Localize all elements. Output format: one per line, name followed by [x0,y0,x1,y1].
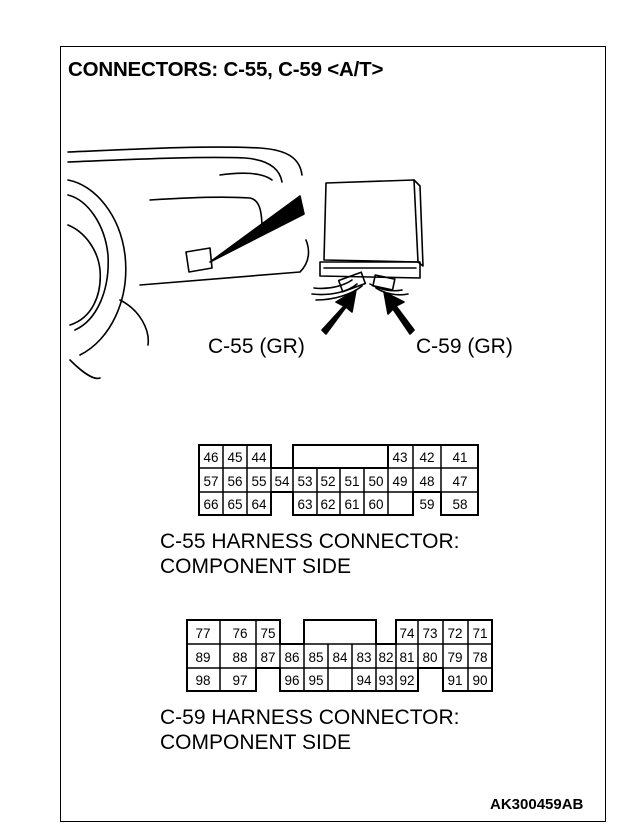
dash-panel-line [219,172,273,181]
pin-74: 74 [399,626,415,641]
pin-57: 57 [203,474,218,489]
pin-60: 60 [368,497,383,512]
figure-id: AK300459AB [490,796,584,813]
c55-caption: C-55 HARNESS CONNECTOR: COMPONENT SIDE [160,529,460,579]
pin-45: 45 [227,450,242,465]
diagram-title: CONNECTORS: C-55, C-59 <A/T> [68,58,384,81]
pin-85: 85 [308,650,323,665]
diagram-frame [60,46,606,822]
c59-caption: C-59 HARNESS CONNECTOR: COMPONENT SIDE [160,705,460,755]
pin-94: 94 [356,673,372,688]
pin-84: 84 [332,650,348,665]
dashboard-upper-curve [67,156,283,183]
pin-46: 46 [203,450,218,465]
c59-caption-line2: COMPONENT SIDE [160,731,351,754]
pin-47: 47 [452,474,467,489]
pin-79: 79 [447,650,462,665]
dashboard-top-edge [67,146,303,176]
c55-caption-line1: C-55 HARNESS CONNECTOR: [160,530,460,553]
pin-58: 58 [452,497,467,512]
pin-96: 96 [284,673,299,688]
pin-76: 76 [232,626,247,641]
ecu-connector-face [319,261,421,279]
ecu-location-box [185,247,213,273]
c59-center-key [304,619,377,644]
pin-80: 80 [422,650,437,665]
pin-78: 78 [472,650,487,665]
harness-wire-1 [313,279,353,290]
pin-55: 55 [251,474,266,489]
steering-wheel-outer [67,179,127,356]
pin-71: 71 [472,626,487,641]
pin-50: 50 [368,474,383,489]
pin-59: 59 [419,497,434,512]
c55-caption-line2: COMPONENT SIDE [160,555,351,578]
glovebox-line [149,196,263,231]
pin-83: 83 [356,650,371,665]
pin-89: 89 [195,650,210,665]
harness-wire-2 [311,283,358,296]
pin-73: 73 [422,626,437,641]
pin-95: 95 [308,673,323,688]
harness-wire-3 [315,285,363,301]
pin-64: 64 [251,497,267,512]
pin-54: 54 [274,474,290,489]
pin-75: 75 [260,626,275,641]
lower-dash-curve [69,359,101,380]
pin-98: 98 [195,673,210,688]
pin-41: 41 [452,450,467,465]
steering-column [67,224,102,326]
pin-43: 43 [392,450,407,465]
pin-72: 72 [447,626,462,641]
dash-vent-line [119,299,149,346]
pin-91: 91 [447,673,462,688]
pin-65: 65 [227,497,242,512]
c55-callout-label: C-55 (GR) [208,335,305,358]
pin-52: 52 [320,474,335,489]
pin-77: 77 [195,626,210,641]
pin-61: 61 [344,497,359,512]
pin-49: 49 [392,474,407,489]
pin-82: 82 [378,650,393,665]
pin-88: 88 [232,650,247,665]
location-pointer [209,195,305,263]
pin-56: 56 [227,474,242,489]
c55-plug [337,271,367,293]
pin-53: 53 [297,474,312,489]
c59-plug [372,274,396,291]
pin-66: 66 [203,497,218,512]
pin-62: 62 [320,497,335,512]
c55-grid-lines [199,445,478,515]
dashboard-lower-edge [139,239,310,286]
pin-51: 51 [344,474,359,489]
pin-97: 97 [232,673,247,688]
c59-callout-label: C-59 (GR) [416,335,513,358]
pin-93: 93 [378,673,393,688]
pin-44: 44 [251,450,267,465]
pin-42: 42 [419,450,434,465]
pin-87: 87 [260,650,275,665]
pin-48: 48 [419,474,434,489]
pin-92: 92 [399,673,414,688]
harness-wire-5 [375,287,409,296]
c55-arrow [321,289,357,335]
c59-caption-line1: C-59 HARNESS CONNECTOR: [160,706,460,729]
pin-90: 90 [472,673,487,688]
pin-63: 63 [297,497,312,512]
pin-86: 86 [284,650,299,665]
steering-wheel-inner [67,194,109,331]
c59-arrow [383,291,415,335]
c59-grid-lines [187,620,492,691]
pin-81: 81 [399,650,414,665]
